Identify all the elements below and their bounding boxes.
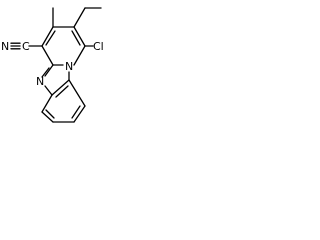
bond-c3-c4-double <box>71 30 81 46</box>
atom-label-nitrile-c: C <box>22 40 30 53</box>
bond-benz-5 <box>68 79 86 107</box>
bond-benz-d3 <box>55 85 69 98</box>
bond-c5-n-bridge-double <box>41 67 50 78</box>
bond-benz-4 <box>73 105 86 123</box>
bond-ethyl-1 <box>73 7 86 28</box>
bond-c5-c1 <box>41 45 54 66</box>
atom-label-ring-n: N <box>65 60 73 73</box>
bond-benz-1 <box>41 94 53 113</box>
bond-layer <box>10 7 102 123</box>
bond-c5-n-bridge <box>44 64 54 77</box>
bond-benz-2 <box>41 111 54 123</box>
chemical-structure-canvas: N C Cl N N <box>0 0 113 125</box>
bond-benz-ring-n <box>51 79 70 96</box>
bond-c3-c4 <box>73 26 86 47</box>
bond-benz-d1 <box>45 109 55 119</box>
bond-c1-c2 <box>41 26 54 47</box>
bond-n-bridge-benz <box>44 85 53 96</box>
bond-benz-d2 <box>71 105 81 119</box>
atom-label-nitrile-n: N <box>1 40 9 53</box>
atom-label-bridge-n: N <box>36 75 44 88</box>
chemical-structure-drawing: N C Cl N N <box>1 7 104 123</box>
atom-label-layer: N C Cl N N <box>1 40 104 88</box>
atom-label-chloro: Cl <box>93 40 104 53</box>
bond-c4-n <box>73 45 86 66</box>
bond-c1-c2-double <box>45 30 56 46</box>
